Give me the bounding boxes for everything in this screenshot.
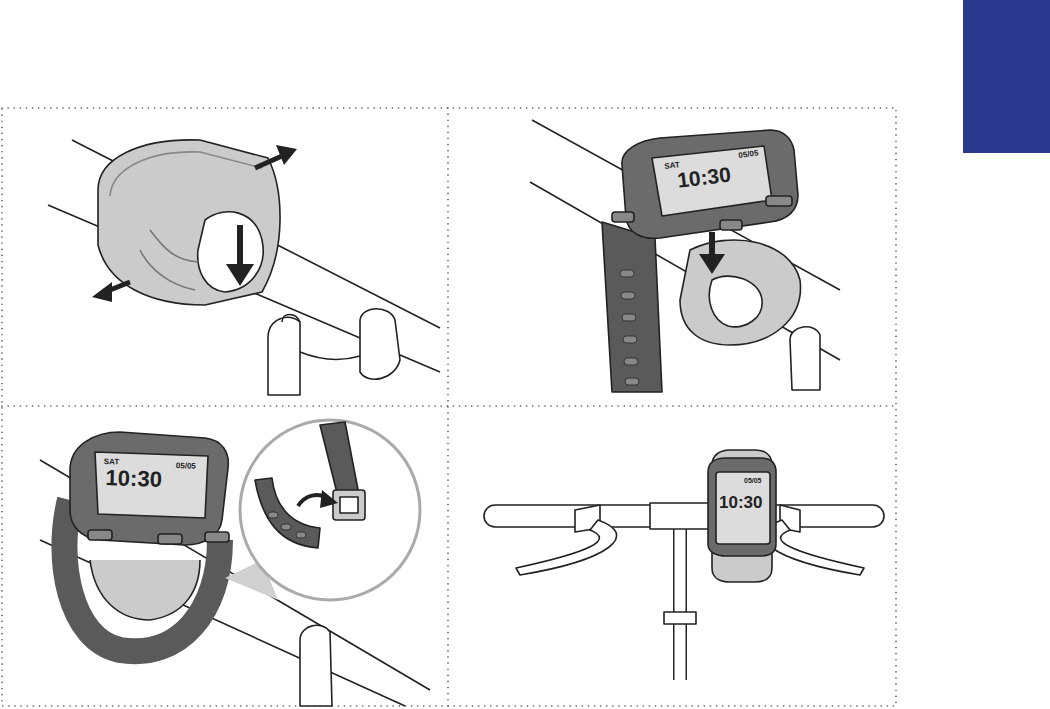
screen-date: 05/05 bbox=[176, 462, 196, 471]
screen-time: 10:30 bbox=[719, 494, 762, 511]
panel-frame bbox=[2, 108, 896, 706]
mount-step-3 bbox=[40, 420, 430, 706]
screen-time: 10:30 bbox=[105, 467, 162, 491]
screen-day: SAT bbox=[104, 458, 120, 467]
screen-date: 05/05 bbox=[744, 477, 762, 484]
mount-step-2 bbox=[530, 120, 840, 392]
mount-step-1 bbox=[48, 140, 440, 395]
section-tab bbox=[963, 0, 1050, 153]
mounted-front-view bbox=[484, 450, 884, 680]
